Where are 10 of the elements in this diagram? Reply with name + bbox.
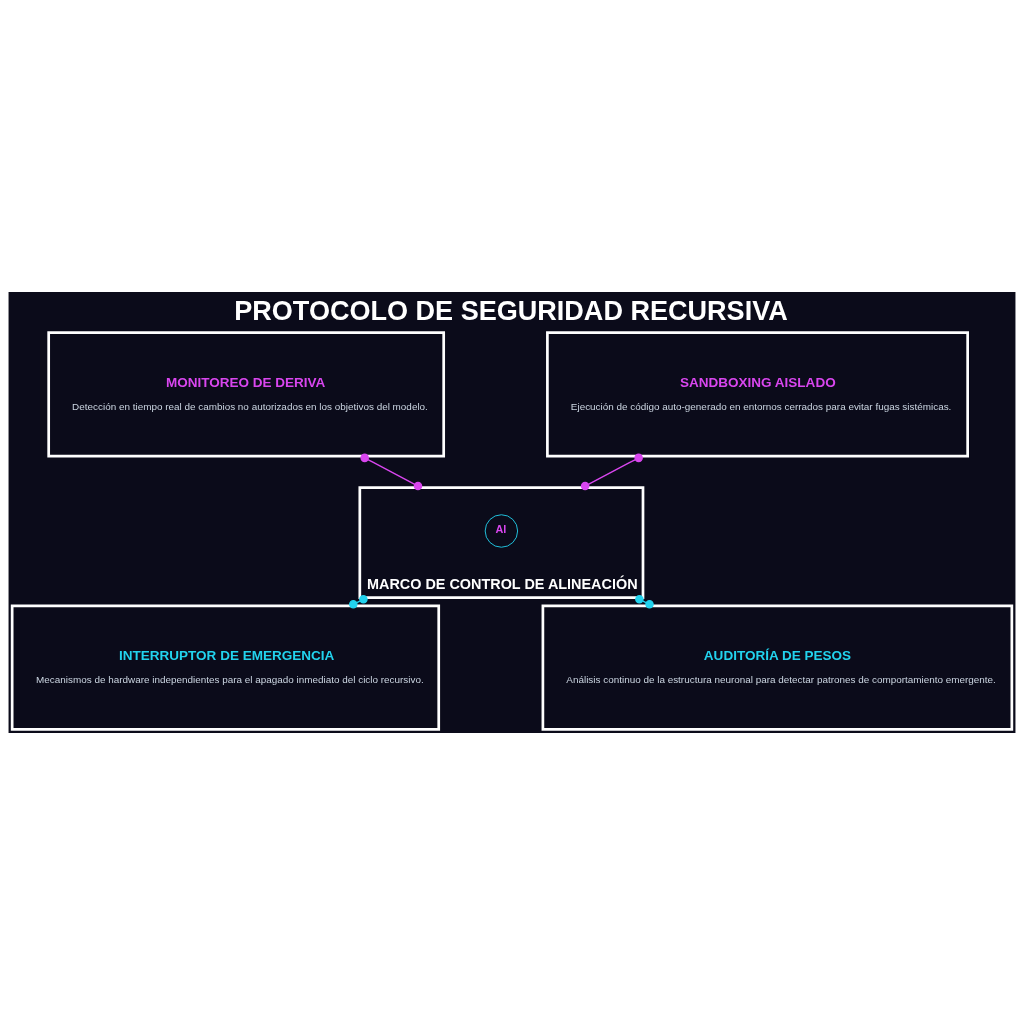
- connector: [360, 453, 423, 490]
- diagram-title: PROTOCOLO DE SEGURIDAD RECURSIVA: [234, 295, 788, 326]
- connector: [580, 453, 643, 490]
- node-box: SANDBOXING AISLADO Ejecución de código auto-generado en entornos cerrados para evitar fugas sistémicas.: [546, 330, 969, 457]
- node-box: AUDITORÍA DE PESOS Análisis continuo de la estructura neuronal para detectar patrones de comportamiento emergente.: [541, 604, 1014, 731]
- connector: [635, 594, 654, 609]
- node-circle: AI: [484, 513, 519, 548]
- node-box: MONITOREO DE DERIVA Detección en tiempo real de cambios no autorizados en los objetivos del modelo.: [47, 330, 446, 457]
- connector: [349, 594, 368, 609]
- node-box: INTERRUPTOR DE EMERGENCIA Mecanismos de hardware independientes para el apagado inmediato del ciclo recursivo.: [10, 604, 441, 731]
